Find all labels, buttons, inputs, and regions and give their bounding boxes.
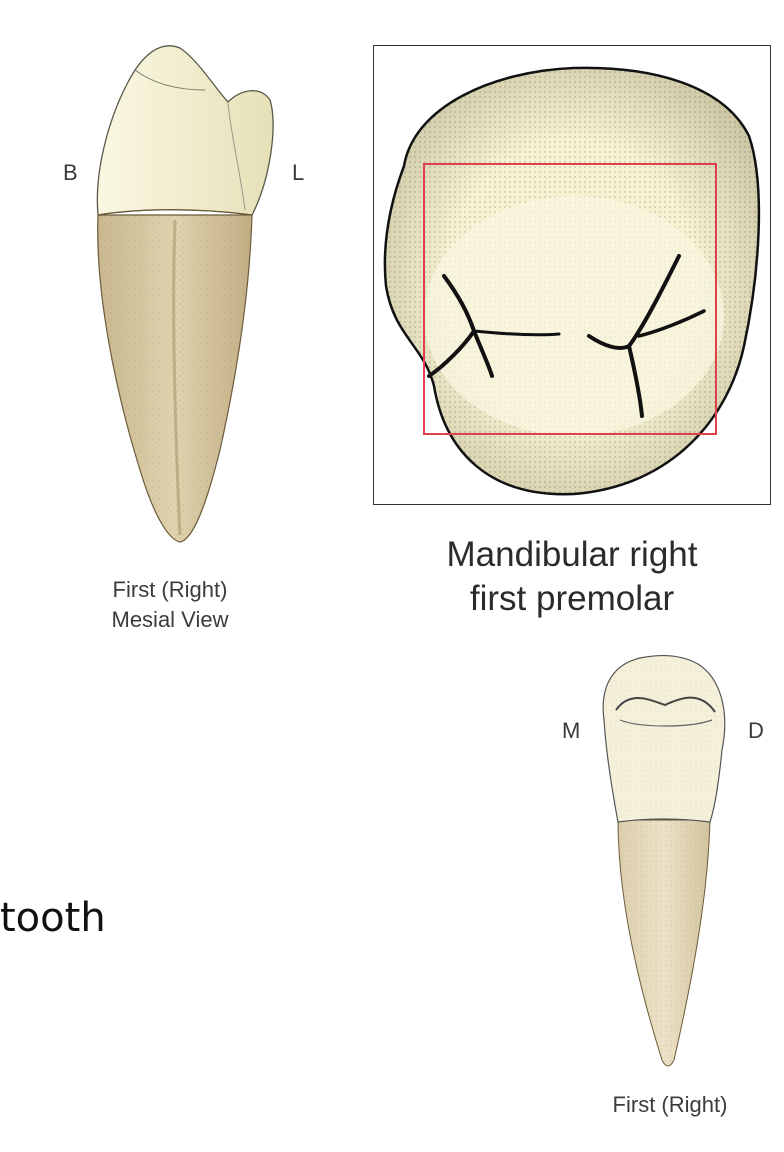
proximal-view-figure bbox=[590, 650, 740, 1080]
proximal-tooth-illustration bbox=[602, 654, 726, 1067]
buccal-label: B bbox=[63, 160, 78, 185]
occlusal-title-line2: first premolar bbox=[469, 579, 675, 618]
mesial-label: M bbox=[562, 718, 581, 743]
mesial-view-caption: First (Right) Mesial View bbox=[50, 575, 290, 635]
distal-label: D bbox=[748, 718, 764, 743]
mesial-tooth-illustration bbox=[96, 45, 274, 543]
occlusal-title: Mandibular right first premolar bbox=[373, 533, 771, 621]
lingual-label: L bbox=[292, 160, 305, 185]
proximal-view-caption: First (Right) bbox=[612, 1092, 728, 1117]
slide-text-fragment: tooth bbox=[0, 895, 106, 941]
occlusal-view-frame bbox=[373, 45, 771, 505]
mesial-caption-line2: Mesial View bbox=[111, 607, 229, 632]
mesial-view-figure bbox=[80, 30, 330, 560]
distal-fossa-groove bbox=[587, 254, 681, 350]
mesial-caption-line1: First (Right) bbox=[112, 577, 228, 602]
occlusal-title-line1: Mandibular right bbox=[446, 535, 698, 574]
highlight-box bbox=[423, 163, 717, 435]
occlusal-tooth-illustration bbox=[383, 66, 761, 496]
central-groove bbox=[472, 329, 561, 337]
mesial-crown bbox=[96, 45, 274, 216]
